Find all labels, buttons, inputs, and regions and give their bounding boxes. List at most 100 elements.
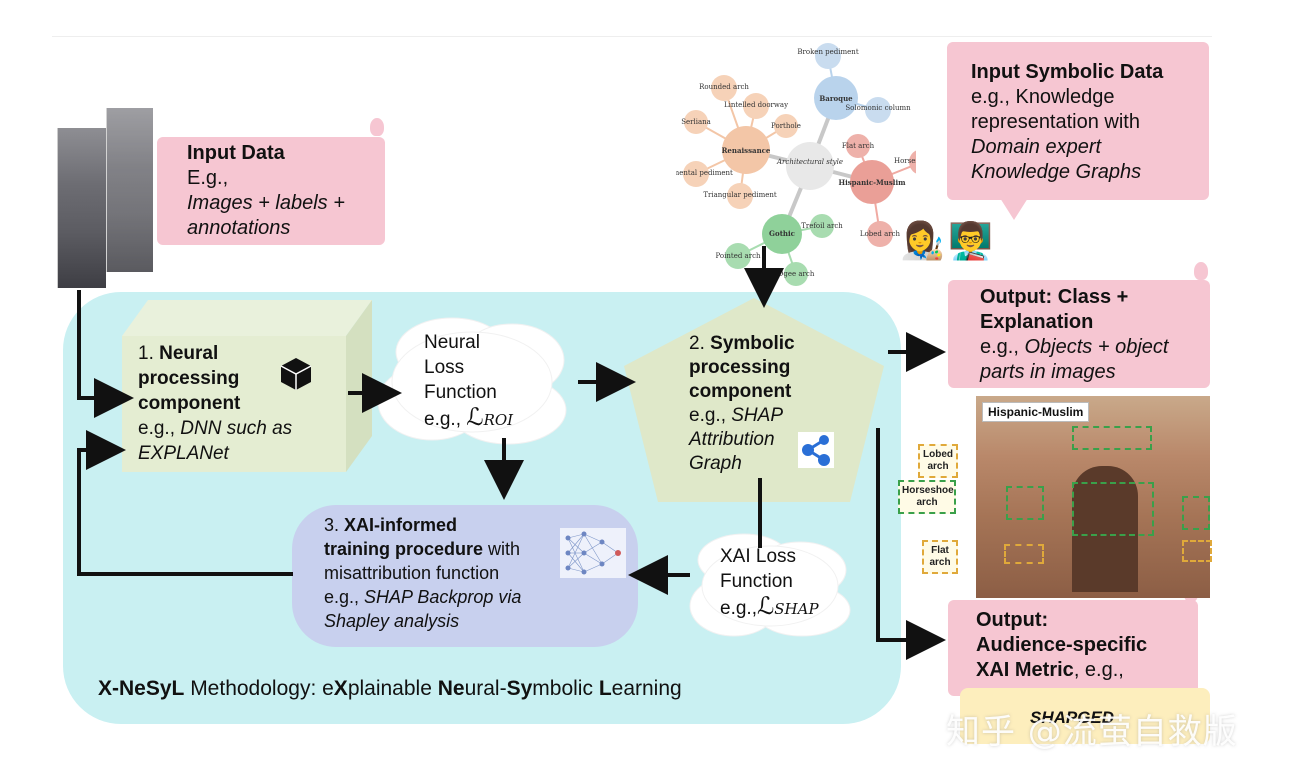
method-c: X [333,677,348,700]
flat-arch-tag: Flat arch [922,540,958,574]
neural-loss-eg: e.g., [424,409,461,430]
method-g: Sy [506,677,533,700]
neural-loss-line3: Function [424,382,497,403]
xai-eg-it2: Shapley analysis [324,611,460,631]
xai-loss-eg: e.g., [720,598,757,619]
input-data-line2: Images + labels + [187,192,345,214]
xai-loss-cloud [689,533,851,637]
kg-gothic: Gothic [769,229,795,238]
method-j: earning [611,677,682,700]
neural-loss-text: Neural Loss Function e.g., ℒROI [424,330,513,433]
horseshoe-arch-tag: Horseshoe arch [898,480,956,514]
neural-loss-line2: Loss [424,357,465,378]
photo-box-flat-1 [1004,544,1044,564]
xai-loss-formula: ℒ [756,592,775,620]
arrow-symbolic-to-metric [876,428,946,660]
neural-loss-line1: Neural [424,332,480,353]
kg-triangular: Triangular pediment [703,191,777,199]
neural-component-text: 1. Neural processing component e.g., DNN… [138,341,292,466]
method-a: X-NeSyL [98,677,185,700]
symbolic-title3: component [689,381,792,402]
note-curl [370,118,384,136]
symbolic-num: 2. [689,333,705,354]
photo-box-flat-2 [1182,540,1212,562]
input-symbolic-line3: Domain expert [971,136,1102,158]
xai-eg: e.g., [324,587,365,607]
output-class-title1: Output: Class + [980,286,1129,308]
top-divider [52,36,1212,37]
kg-lobed: Lobed arch [860,230,901,238]
xai-title2: training procedure [324,539,484,559]
kg-flat: Flat arch [842,142,875,150]
symbolic-component-text: 2. Symbolic processing component e.g., S… [689,332,795,476]
neural-title3: component [138,393,241,414]
kg-rounded: Rounded arch [699,83,749,91]
kg-center: Architectural style [776,158,843,166]
neural-title1: Neural [159,343,219,364]
input-data-line3: annotations [187,217,291,239]
symbolic-eg-it3: Graph [689,453,742,474]
xai-loss-line2: Function [720,571,793,592]
kg-ogee: Ogee arch [778,270,815,278]
input-data-note: Input Data E.g., Images + labels + annot… [157,137,385,245]
kg-porthole: Porthole [771,122,801,130]
kg-serliana: Serliana [681,118,711,126]
input-symbolic-line1: e.g., Knowledge [971,86,1115,108]
kg-segmental: Segmental pediment [676,169,733,177]
neural-title2: processing [138,368,240,389]
method-f: ural- [464,677,507,700]
kg-trefoil: Trefoil arch [801,222,843,230]
input-symbolic-title: Input Symbolic Data [971,61,1164,83]
input-data-title: Input Data [187,142,285,164]
output-class-title2: Explanation [980,311,1094,333]
photo-box-horseshoe-3 [1072,482,1154,536]
knowledge-graph: Architectural style Baroque Broken pedim… [676,43,916,286]
photo-class-label: Hispanic-Muslim [982,402,1090,422]
xai-eg-it1: SHAP Backprop via [364,587,522,607]
note-curl [1194,262,1208,280]
neural-loss-sub: ROI [483,411,514,429]
kg-horseshoe: Horseshoe arch [894,157,916,165]
output-audience-title2: Audience-specific [976,634,1148,656]
mosque-photo [976,396,1212,598]
output-class-eg-it2: parts in images [980,361,1116,383]
kg-lintelled: Lintelled doorway [724,101,788,109]
kg-broken: Broken pediment [797,48,858,56]
input-symbolic-line4: Knowledge Graphs [971,161,1142,183]
output-audience-title1: Output: [976,609,1049,631]
input-symbolic-note: Input Symbolic Data e.g., Knowledge repr… [947,42,1209,200]
method-h: mbolic [532,677,599,700]
neural-eg-it: DNN such as [180,418,293,439]
teacher-emoji: 👨‍🏫 [948,220,993,261]
arrow-input-to-neural [77,290,134,418]
neural-network-icon [560,528,626,578]
xai-loss-sub: SHAP [774,600,819,618]
method-b: Methodology: e [184,677,334,700]
symbolic-eg: e.g., [689,405,732,426]
neural-loss-cloud [377,317,567,445]
input-data-line1: E.g., [187,167,229,189]
output-audience-title3: XAI Metric [976,659,1074,681]
cathedral-photo-front [106,108,153,272]
output-class-note: Output: Class + Explanation e.g., Object… [948,280,1210,388]
xai-with: with [483,539,521,559]
photo-box-horseshoe-1 [1006,486,1044,520]
artist-emoji: 👩‍🎨 [900,220,945,261]
photo-doorway [1072,466,1138,592]
kg-solomonic: Solomonic column [845,104,911,112]
neural-loss-formula: ℒ [466,403,484,431]
symbolic-eg-it2: Attribution [689,429,775,450]
method-i: L [598,677,612,700]
symbolic-title1: Symbolic [710,333,795,354]
xai-loss-line1: XAI Loss [720,546,797,567]
photo-box-lobed-1 [1072,426,1152,450]
output-class-eg-it1: Objects + object [1024,336,1169,358]
arrow-xai-to-neural [77,430,293,576]
symbolic-eg-it1: SHAP [731,405,783,426]
kg-renaissance: Renaissance [722,146,771,155]
method-d: plainable [347,677,438,700]
input-symbolic-line2: representation with [971,111,1140,133]
watermark: 知乎 @流萤自救版 [946,712,1238,752]
cathedral-photo-back [57,128,106,288]
